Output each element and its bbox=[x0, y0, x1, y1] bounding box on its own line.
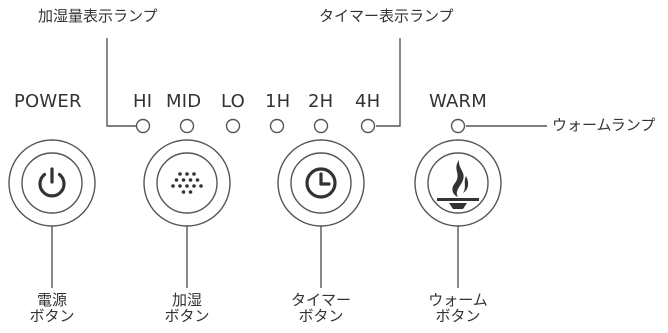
hi-label: HI bbox=[133, 91, 153, 112]
power-button-caption: 電源 ボタン bbox=[7, 292, 97, 324]
warm-label: WARM bbox=[429, 91, 487, 112]
1h-lamp bbox=[269, 118, 285, 134]
warm-lamp bbox=[450, 118, 466, 134]
lo-label: LO bbox=[221, 91, 245, 112]
caption-line2: ボタン bbox=[298, 307, 344, 325]
caption-line2: ボタン bbox=[29, 307, 75, 325]
flame-icon bbox=[437, 160, 479, 209]
power-button[interactable] bbox=[9, 140, 95, 226]
timer-lamp-leader bbox=[376, 38, 401, 127]
humidity-lamp-leader bbox=[106, 38, 136, 127]
2h-label: 2H bbox=[308, 91, 334, 112]
humidify-button[interactable] bbox=[144, 140, 230, 226]
lo-lamp bbox=[225, 118, 241, 134]
warm-button-caption: ウォーム ボタン bbox=[413, 292, 503, 324]
timer-lamp-annotation: タイマー表示ランプ bbox=[319, 7, 454, 25]
timer-button[interactable] bbox=[278, 140, 364, 226]
caption-line2: ボタン bbox=[435, 307, 481, 325]
mid-lamp bbox=[179, 118, 195, 134]
clock-icon bbox=[305, 167, 337, 199]
caption-line1: タイマー bbox=[290, 291, 351, 309]
caption-line1: 電源 bbox=[36, 291, 67, 309]
1h-label: 1H bbox=[265, 91, 291, 112]
timer-button-caption: タイマー ボタン bbox=[276, 292, 366, 324]
humidify-button-caption: 加湿 ボタン bbox=[142, 292, 232, 324]
caption-line2: ボタン bbox=[164, 307, 210, 325]
caption-line1: 加湿 bbox=[171, 291, 202, 309]
warm-button[interactable] bbox=[415, 140, 501, 226]
2h-lamp bbox=[313, 118, 329, 134]
mid-label: MID bbox=[166, 91, 202, 112]
warm-lamp-annotation: ウォームランプ bbox=[552, 116, 656, 134]
4h-lamp bbox=[360, 118, 376, 134]
hi-lamp bbox=[135, 118, 151, 134]
caption-line1: ウォーム bbox=[428, 291, 488, 309]
mist-dots-icon bbox=[171, 172, 203, 194]
humidity-lamp-annotation: 加湿量表示ランプ bbox=[38, 7, 158, 25]
power-icon bbox=[38, 167, 66, 198]
power-label: POWER bbox=[14, 91, 82, 112]
4h-label: 4H bbox=[355, 91, 381, 112]
